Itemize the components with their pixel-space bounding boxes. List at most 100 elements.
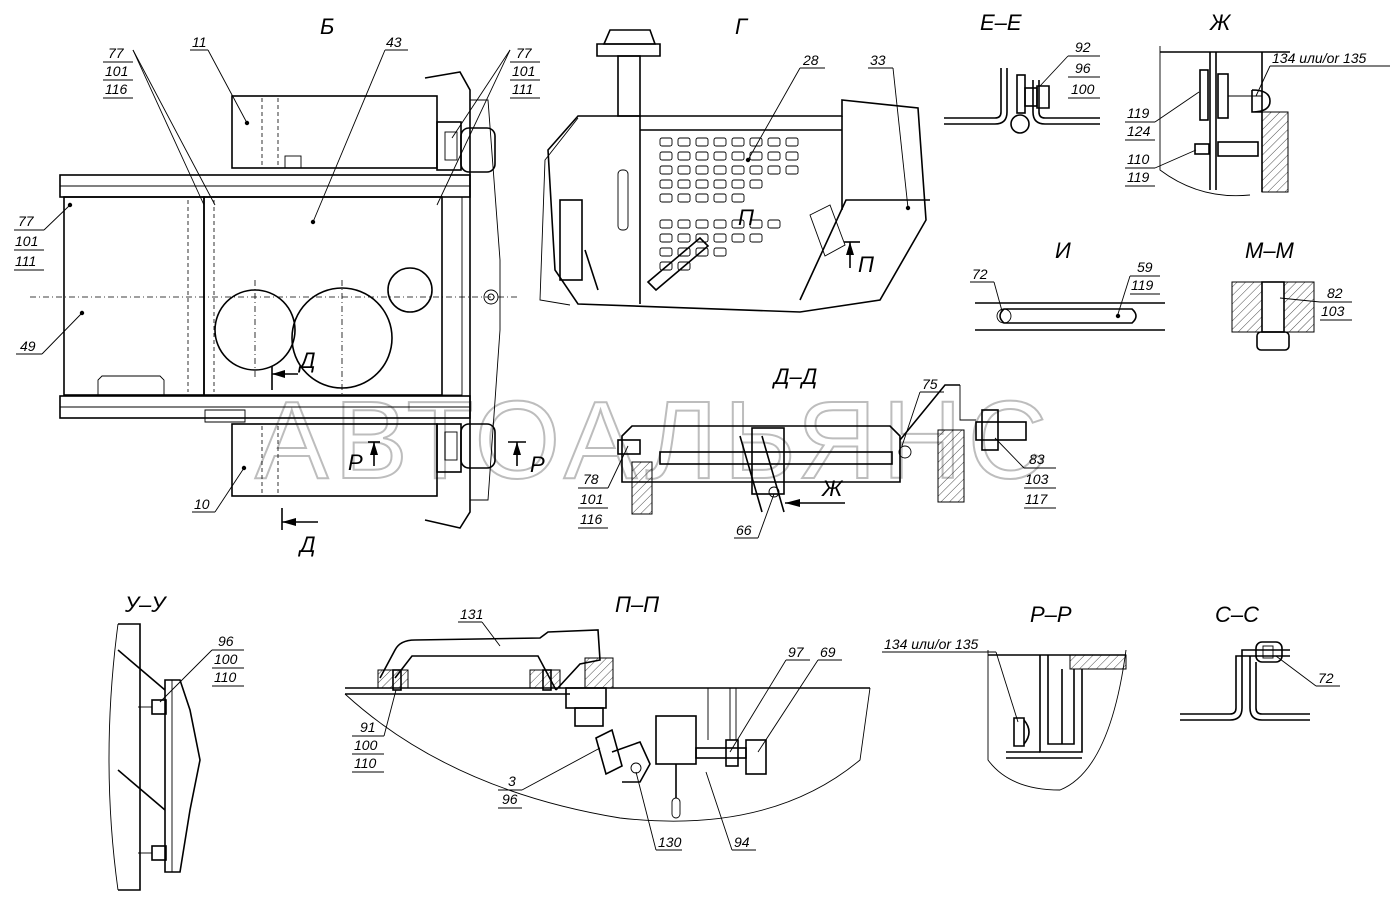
view-zh-title: Ж <box>1209 10 1232 35</box>
callout-g-33: 33 <box>868 52 911 211</box>
view-g-title: Г <box>735 14 749 39</box>
callout-zh-b: 110 119 <box>1125 149 1197 187</box>
view-ee: Е–Е 92 96 100 <box>944 10 1100 134</box>
svg-text:100: 100 <box>354 737 378 753</box>
svg-text:124: 124 <box>1127 123 1151 139</box>
section-mark-r-right: Р <box>530 452 545 477</box>
svg-text:119: 119 <box>1127 105 1150 121</box>
svg-text:103: 103 <box>1321 303 1345 319</box>
svg-text:92: 92 <box>1075 39 1091 55</box>
svg-text:82: 82 <box>1327 285 1343 301</box>
svg-text:101: 101 <box>105 63 128 79</box>
callout-dd-75: 75 <box>901 376 944 447</box>
svg-text:69: 69 <box>820 644 836 660</box>
view-pp-title: П–П <box>615 592 659 617</box>
callout-pp-69: 69 <box>757 644 842 753</box>
callout-pp-97: 97 <box>729 644 810 753</box>
svg-text:72: 72 <box>972 266 988 282</box>
svg-text:75: 75 <box>922 376 938 392</box>
svg-text:101: 101 <box>580 491 603 507</box>
callout-b-10: 10 <box>192 465 247 513</box>
callout-i-72: 72 <box>970 266 1003 312</box>
view-mm-title: М–М <box>1245 238 1295 263</box>
callout-dd-66: 66 <box>734 493 775 539</box>
section-mark-r-left: Р <box>348 450 363 475</box>
svg-text:96: 96 <box>1075 60 1091 76</box>
svg-text:91: 91 <box>360 719 376 735</box>
svg-text:116: 116 <box>105 81 128 97</box>
callout-b-11: 11 <box>190 34 250 126</box>
svg-text:117: 117 <box>1025 491 1049 507</box>
callout-g-28: 28 <box>745 52 825 163</box>
svg-text:134 или/or 135: 134 или/or 135 <box>1272 50 1367 66</box>
svg-text:94: 94 <box>734 834 750 850</box>
svg-text:130: 130 <box>658 834 682 850</box>
callout-pp-3: 3 96 <box>498 747 601 809</box>
callout-b-43: 43 <box>310 34 408 225</box>
callout-b-top-left: 77 101 116 <box>103 45 216 206</box>
view-uu-title: У–У <box>124 592 167 617</box>
svg-text:11: 11 <box>192 34 207 50</box>
view-g: Г П <box>539 14 930 313</box>
svg-text:43: 43 <box>386 34 402 50</box>
svg-text:72: 72 <box>1318 670 1334 686</box>
callout-b-49: 49 <box>16 310 85 355</box>
svg-text:101: 101 <box>15 233 38 249</box>
callout-pp-91: 91 100 110 <box>352 689 397 773</box>
svg-text:110: 110 <box>1127 151 1150 167</box>
svg-text:10: 10 <box>194 496 210 512</box>
callout-pp-94: 94 <box>705 771 756 851</box>
svg-text:103: 103 <box>1025 471 1049 487</box>
view-rr-title: Р–Р <box>1030 602 1072 627</box>
callout-b-left: 77 101 111 <box>14 202 73 271</box>
section-mark-d-top: Д <box>297 348 316 373</box>
svg-text:100: 100 <box>214 651 238 667</box>
view-i: И 72 59 119 <box>970 238 1165 331</box>
section-mark-p-view-g: П <box>738 205 754 230</box>
svg-text:77: 77 <box>18 213 35 229</box>
view-pp: П–П 131 91 100 <box>344 592 871 851</box>
callout-zh-a: 119 124 <box>1125 91 1200 141</box>
svg-text:134 или/or 135: 134 или/or 135 <box>884 636 979 652</box>
svg-text:116: 116 <box>580 511 603 527</box>
svg-text:101: 101 <box>512 63 535 79</box>
callout-uu: 96 100 110 <box>159 633 244 703</box>
view-mm: М–М 82 103 <box>1231 238 1352 351</box>
view-b: Б <box>14 14 545 557</box>
callout-i-59: 59 119 <box>1117 259 1160 315</box>
svg-text:131: 131 <box>460 606 483 622</box>
callout-zh-134: 134 или/or 135 <box>1255 50 1390 97</box>
svg-text:59: 59 <box>1137 259 1153 275</box>
svg-text:100: 100 <box>1071 81 1095 97</box>
view-dd-title: Д–Д <box>771 364 817 389</box>
svg-text:119: 119 <box>1127 169 1150 185</box>
svg-text:83: 83 <box>1029 451 1045 467</box>
svg-text:110: 110 <box>354 755 377 771</box>
callout-ee: 92 96 100 <box>1039 39 1100 99</box>
svg-text:77: 77 <box>516 45 533 61</box>
svg-text:49: 49 <box>20 338 36 354</box>
view-ee-title: Е–Е <box>980 10 1022 35</box>
svg-text:97: 97 <box>788 644 805 660</box>
callout-pp-130: 130 <box>635 771 682 851</box>
view-b-title: Б <box>320 14 334 39</box>
view-i-title: И <box>1055 238 1071 263</box>
svg-text:28: 28 <box>802 52 819 68</box>
section-mark-d-bottom: Д <box>297 532 316 557</box>
svg-text:66: 66 <box>736 522 752 538</box>
callout-pp-131: 131 <box>458 606 501 647</box>
view-ss-title: С–С <box>1215 602 1259 627</box>
view-zh: Ж 134 или/or 135 119 124 110 119 <box>1125 10 1390 197</box>
svg-text:111: 111 <box>512 81 533 97</box>
view-rr: Р–Р 134 или/or 135 <box>882 602 1127 791</box>
svg-text:77: 77 <box>108 45 125 61</box>
callout-mm: 82 103 <box>1279 285 1352 321</box>
svg-text:33: 33 <box>870 52 886 68</box>
callout-ss-72: 72 <box>1275 655 1340 687</box>
svg-text:119: 119 <box>1131 277 1154 293</box>
view-dd: Д–Д Ж 75 78 101 116 <box>578 364 1056 539</box>
svg-text:111: 111 <box>15 253 36 269</box>
callout-dd-83: 83 103 117 <box>994 437 1056 509</box>
